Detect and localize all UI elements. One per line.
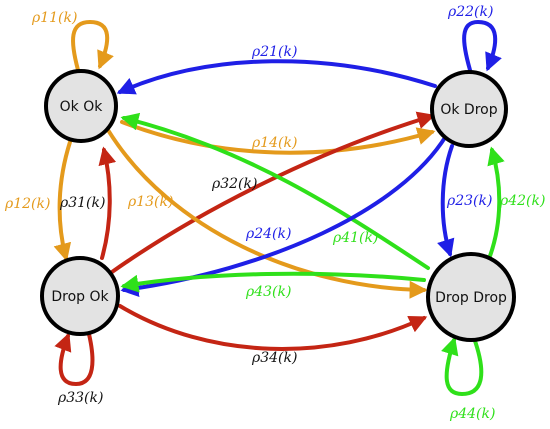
label-rho11: ρ11(k) — [31, 10, 77, 26]
label-rho31: ρ31(k) — [59, 195, 105, 211]
edge-rho21 — [116, 59, 437, 95]
label-rho24: ρ24(k) — [245, 226, 291, 242]
edge-rho43 — [120, 271, 426, 293]
label-rho44: ρ44(k) — [449, 406, 495, 422]
state-label: Drop Ok — [51, 289, 109, 305]
edge-rho23 — [437, 144, 455, 258]
edge-rho41 — [120, 112, 430, 270]
label-rho23: ρ23(k) — [446, 193, 492, 209]
state-ok-ok: Ok Ok — [44, 69, 118, 143]
edge-rho42 — [487, 146, 505, 258]
label-rho34: ρ34(k) — [251, 350, 297, 366]
edge-rho34 — [118, 304, 428, 351]
state-drop-ok: Drop Ok — [40, 256, 120, 336]
edge-rho32 — [110, 111, 436, 274]
state-drop-drop: Drop Drop — [426, 252, 516, 342]
label-rho43: ρ43(k) — [245, 284, 291, 300]
edge-rho44 — [441, 336, 484, 397]
edge-rho31 — [98, 146, 117, 260]
label-rho22: ρ22(k) — [447, 4, 493, 20]
edge-rho33 — [54, 328, 95, 387]
label-rho42: ρ42(k) — [499, 193, 545, 209]
edge-rho13 — [106, 128, 428, 299]
label-rho12: ρ12(k) — [4, 196, 50, 212]
label-rho14: ρ14(k) — [251, 135, 297, 151]
label-rho41: ρ41(k) — [332, 230, 378, 246]
edge-rho12 — [53, 140, 72, 262]
edge-rho11 — [71, 19, 114, 72]
state-label: Drop Drop — [435, 290, 507, 306]
label-rho32: ρ32(k) — [211, 176, 257, 192]
label-rho33: ρ33(k) — [57, 390, 103, 406]
label-rho13: ρ13(k) — [127, 194, 173, 210]
label-rho21: ρ21(k) — [251, 44, 297, 60]
state-ok-drop: Ok Drop — [430, 70, 508, 148]
edge-rho24 — [120, 134, 448, 297]
edge-rho22 — [462, 19, 502, 72]
state-label: Ok Ok — [60, 99, 104, 115]
state-label: Ok Drop — [440, 102, 497, 118]
edge-rho14 — [120, 120, 436, 155]
